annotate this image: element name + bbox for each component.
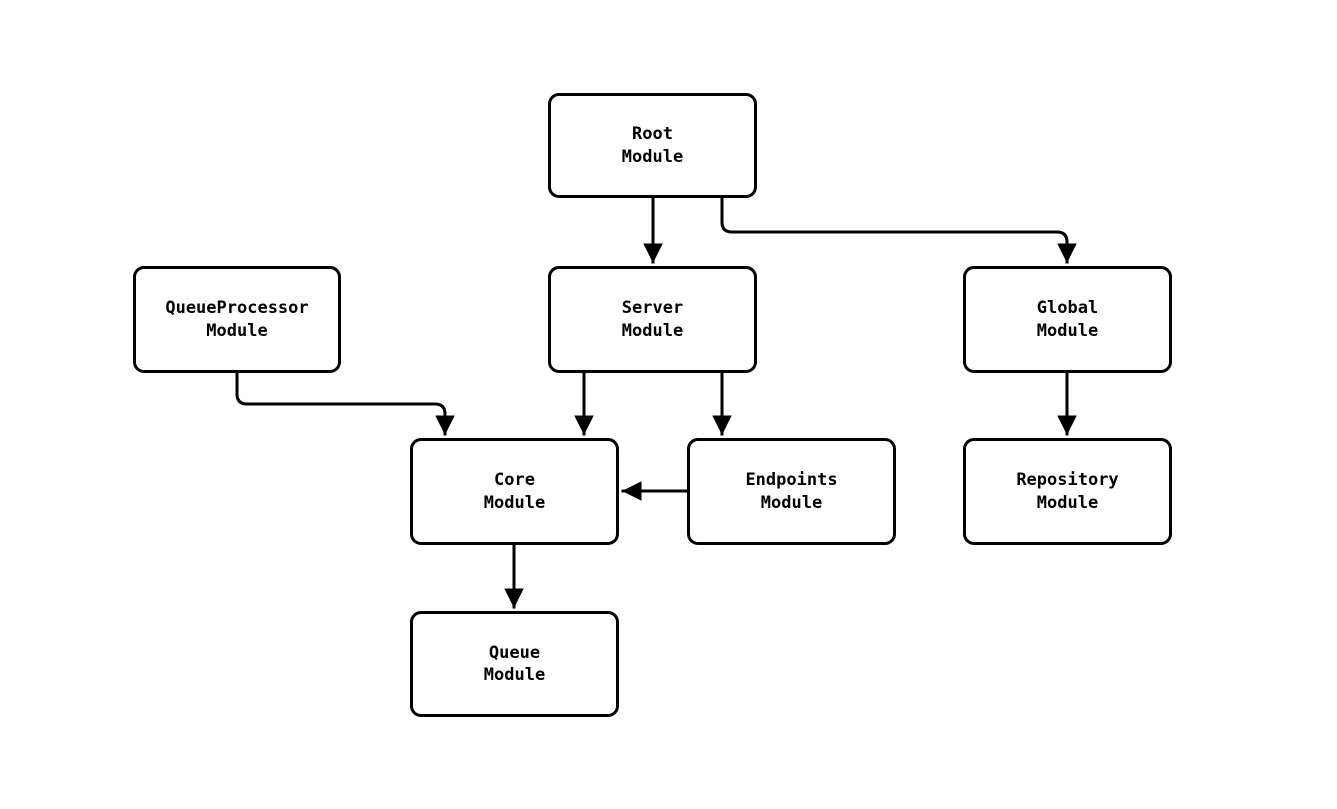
node-queue-module: Queue Module (410, 611, 619, 717)
node-server-module: Server Module (548, 266, 757, 373)
edge-root-to-global (720, 196, 1077, 264)
node-endpoints-module: Endpoints Module (687, 438, 896, 545)
node-root-module: Root Module (548, 93, 757, 198)
node-core-module: Core Module (410, 438, 619, 545)
node-global-module: Global Module (963, 266, 1172, 373)
node-queueprocessor-module: QueueProcessor Module (133, 266, 341, 373)
edge-queueprocessor-to-core (235, 371, 455, 436)
node-repository-module: Repository Module (963, 438, 1172, 545)
